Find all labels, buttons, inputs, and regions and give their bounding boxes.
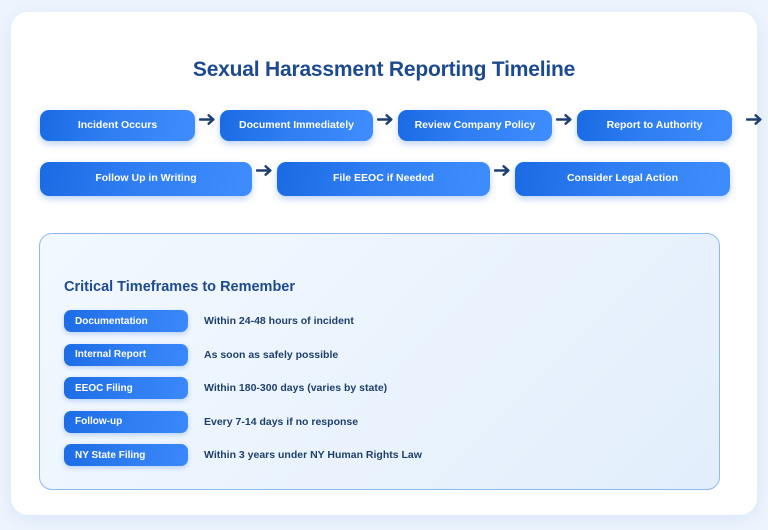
list-item: EEOC Filing Within 180-300 days (varies … [64, 377, 701, 399]
timeframe-description: Within 180-300 days (varies by state) [204, 382, 388, 394]
critical-timeframes-panel: Critical Timeframes to Remember Document… [39, 233, 720, 490]
arrow-right-icon [373, 112, 398, 127]
list-item: Follow-up Every 7-14 days if no response [64, 410, 701, 433]
main-card: Sexual Harassment Reporting Timeline Inc… [11, 12, 762, 515]
flow-step-incident-occurs[interactable]: Incident Occurs [40, 110, 195, 141]
list-item: Documentation Within 24-48 hours of inci… [64, 310, 701, 332]
flow-step-file-eeoc-if-needed[interactable]: File EEOC if Needed [277, 162, 490, 196]
timeframe-description: Within 3 years under NY Human Rights Law [204, 449, 422, 461]
arrow-right-icon [252, 163, 277, 178]
flow-step-follow-up-in-writing[interactable]: Follow Up in Writing [40, 162, 252, 196]
timeframe-list: Documentation Within 24-48 hours of inci… [64, 310, 701, 466]
timeframe-badge-documentation[interactable]: Documentation [64, 310, 188, 332]
flow-step-review-company-policy[interactable]: Review Company Policy [398, 110, 552, 141]
timeframe-badge-internal-report[interactable]: Internal Report [64, 343, 188, 366]
list-item: Internal Report As soon as safely possib… [64, 343, 701, 366]
flow-row-1: Incident Occurs Document Immediately Rev… [40, 110, 732, 141]
arrow-right-icon [552, 112, 577, 127]
flow-step-document-immediately[interactable]: Document Immediately [220, 110, 373, 141]
panel-heading: Critical Timeframes to Remember [64, 279, 296, 295]
arrow-right-icon [490, 163, 515, 178]
timeframe-badge-ny-state-filing[interactable]: NY State Filing [64, 444, 188, 466]
arrow-right-wrap-icon [742, 112, 767, 127]
timeframe-description: Within 24-48 hours of incident [204, 315, 354, 327]
timeframe-badge-eeoc-filing[interactable]: EEOC Filing [64, 377, 188, 399]
timeframe-description: Every 7-14 days if no response [204, 415, 359, 428]
flow-step-consider-legal-action[interactable]: Consider Legal Action [515, 162, 730, 196]
flow-row-2: Follow Up in Writing File EEOC if Needed… [40, 162, 730, 196]
timeframe-badge-follow-up[interactable]: Follow-up [64, 410, 188, 433]
timeframe-description: As soon as safely possible [204, 348, 339, 361]
list-item: NY State Filing Within 3 years under NY … [64, 444, 701, 466]
arrow-right-icon [195, 112, 220, 127]
page-title: Sexual Harassment Reporting Timeline [192, 58, 576, 81]
flow-step-report-to-authority[interactable]: Report to Authority [577, 110, 732, 141]
